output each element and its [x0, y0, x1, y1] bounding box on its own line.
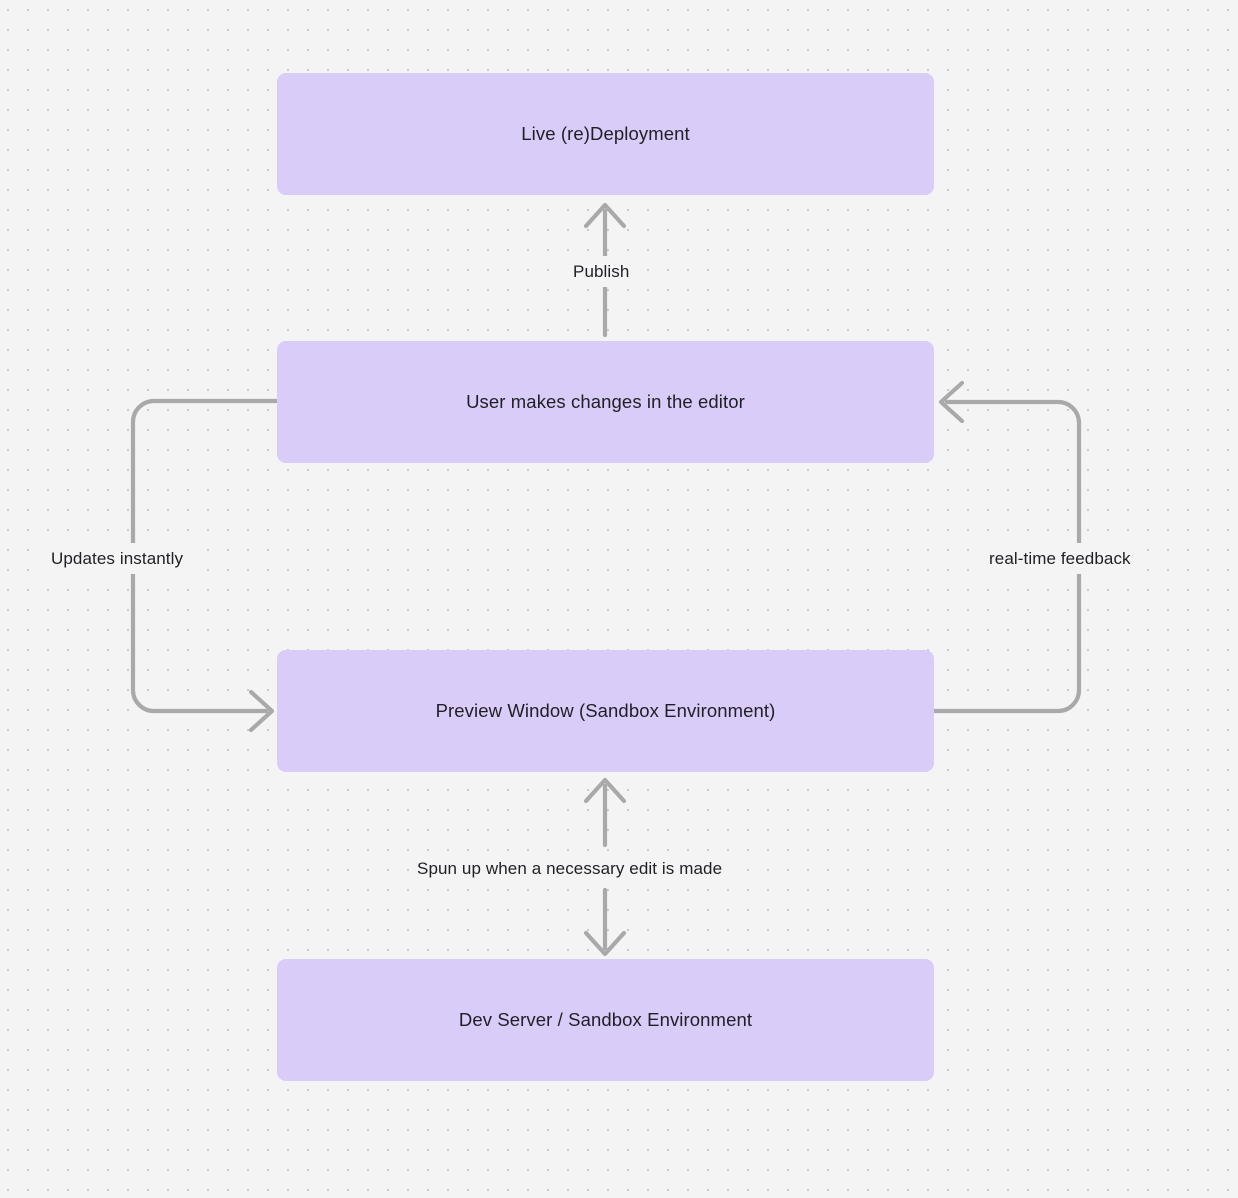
node-dev-server-label: Dev Server / Sandbox Environment	[458, 1008, 753, 1030]
edge-label-updates-instantly: Updates instantly	[44, 543, 191, 575]
node-dev-server[interactable]: Dev Server / Sandbox Environment	[277, 959, 934, 1081]
node-live-redeployment-label: Live (re)Deployment	[521, 122, 690, 144]
node-preview-window-label: Preview Window (Sandbox Environment)	[435, 699, 776, 721]
node-user-makes-changes-label: User makes changes in the editor	[466, 390, 745, 412]
node-live-redeployment[interactable]: Live (re)Deployment	[277, 73, 934, 195]
edge-label-spun-up: Spun up when a necessary edit is made	[410, 853, 730, 885]
edge-label-realtime-feedback: real-time feedback	[982, 543, 1138, 575]
edge-label-publish: Publish	[566, 256, 637, 288]
node-user-makes-changes[interactable]: User makes changes in the editor	[277, 341, 934, 463]
node-preview-window[interactable]: Preview Window (Sandbox Environment)	[277, 650, 934, 772]
